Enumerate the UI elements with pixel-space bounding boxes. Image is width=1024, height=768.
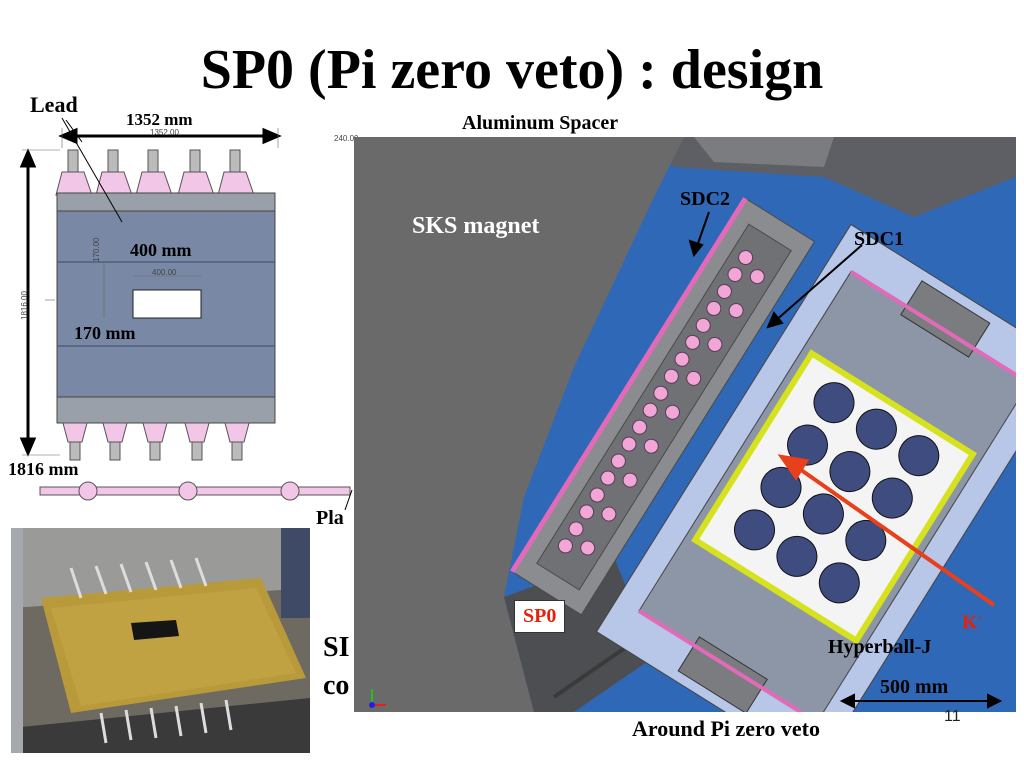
kaon-symbol: K <box>962 611 978 634</box>
sp0-photo <box>11 528 310 753</box>
kaon-charge: - <box>977 609 982 624</box>
dim-spacer-small: 240.00 <box>334 134 359 143</box>
bottom-light-guides <box>62 422 250 461</box>
lower-text-line2: co <box>323 670 350 701</box>
sdc1-label: SDC1 <box>854 228 905 250</box>
side-view-strip <box>39 481 353 511</box>
kaon-label: K- <box>962 609 982 635</box>
page-number: 11 <box>944 708 961 725</box>
scale-label: 500 mm <box>880 676 949 698</box>
sp0-label: SP0 <box>514 600 566 633</box>
inner-width-label: 400 mm <box>130 240 192 260</box>
sks-magnet <box>354 137 684 712</box>
hyperball-label: Hyperball-J <box>828 636 932 658</box>
dim-height-small: 1816.00 <box>20 291 29 320</box>
bottom-caption: Around Pi zero veto <box>632 716 820 741</box>
spacer-label: Aluminum Spacer <box>462 112 619 134</box>
lower-text-line1: SI <box>323 632 350 663</box>
scale-bar <box>839 693 1003 709</box>
setup-render <box>354 137 1016 712</box>
kaon-beam-arrow <box>777 454 996 607</box>
axis-triad <box>369 689 386 708</box>
height-label: 1816 mm <box>8 459 79 479</box>
width-label: 1352 mm <box>126 110 193 129</box>
sdc2-label: SDC2 <box>680 188 731 210</box>
dim-width-small: 1352.00 <box>150 128 179 137</box>
beam-hole <box>132 289 202 319</box>
top-light-guides <box>55 149 255 196</box>
sdc-chambers <box>510 197 816 616</box>
slide-title: SP0 (Pi zero veto) : design <box>200 39 824 101</box>
partial-label: Pla <box>316 507 344 529</box>
plate-hole <box>131 620 179 640</box>
sks-magnet-label: SKS magnet <box>412 213 540 239</box>
dim-inner-width-small: 400.00 <box>152 268 177 277</box>
sp0-front-drawing <box>19 117 353 511</box>
dim-inner-height-small: 170.00 <box>92 237 101 262</box>
lead-label: Lead <box>30 92 78 117</box>
inner-height-label: 170 mm <box>74 323 136 343</box>
